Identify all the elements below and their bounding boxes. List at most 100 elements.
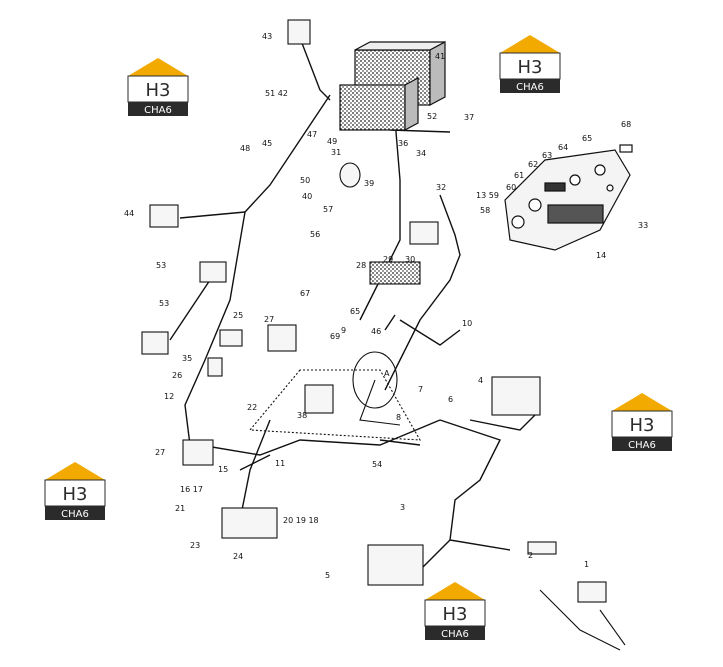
logo-mark: H3: [630, 415, 655, 436]
logo-name: CHA6: [61, 509, 89, 520]
callout-12: 12: [164, 392, 174, 401]
callout-15: 15: [218, 465, 228, 474]
callout-62: 62: [528, 160, 538, 169]
wire-to-5: [419, 539, 451, 571]
callout-29: 29: [383, 255, 393, 264]
logo-roof: [45, 462, 105, 480]
callout-5: 5: [325, 571, 330, 580]
callout-44: 44: [124, 209, 134, 218]
module-27-upper: [267, 324, 297, 352]
logo-roof: [500, 35, 560, 53]
callout-27: 27: [155, 448, 165, 457]
callout-56: 56: [310, 230, 320, 239]
callout-60: 60: [506, 183, 516, 192]
callout-57: 57: [323, 205, 333, 214]
callout-53: 53: [156, 261, 166, 270]
module-25: [219, 329, 243, 347]
wire-to-46: [384, 314, 396, 331]
callout-25: 25: [233, 311, 243, 320]
callout-61: 61: [514, 171, 524, 180]
callout-8: 8: [396, 413, 401, 422]
wire-to-24: [239, 419, 271, 521]
bulb-35: [207, 357, 223, 377]
callout-58: 58: [480, 206, 490, 215]
module-38: [304, 384, 334, 414]
callout-43: 43: [262, 32, 272, 41]
callout-54: 54: [372, 460, 382, 469]
wire-right-down: [359, 119, 401, 321]
connector-2: [527, 541, 557, 555]
callout-16-17: 16 17: [180, 485, 203, 494]
module-panel-24: [221, 507, 278, 539]
logo-name: CHA6: [441, 629, 469, 640]
callout-27: 27: [264, 315, 274, 324]
callout-32: 32: [436, 183, 446, 192]
logo-3: H3 CHA6: [611, 393, 673, 451]
callout-69: 69: [330, 332, 340, 341]
callout-4: 4: [478, 376, 483, 385]
wire-to-10: [399, 319, 461, 346]
callout-68: 68: [621, 120, 631, 129]
callout-A: A: [384, 369, 390, 378]
motor-36: [409, 221, 439, 245]
callout-63: 63: [542, 151, 552, 160]
callout-45: 45: [262, 139, 272, 148]
callout-2: 2: [528, 551, 533, 560]
callout-26: 26: [172, 371, 182, 380]
callout-23: 23: [190, 541, 200, 550]
callout-53: 53: [159, 299, 169, 308]
wire-to-54: [379, 439, 421, 446]
wire-3: [439, 419, 511, 551]
callout-13-59: 13 59: [476, 191, 499, 200]
wire-32: [384, 194, 461, 391]
callout-1: 1: [584, 560, 589, 569]
callout-64: 64: [558, 143, 568, 152]
logo-5: H3 CHA6: [424, 582, 486, 640]
wire-left-down: [184, 211, 246, 446]
callout-50: 50: [300, 176, 310, 185]
callout-37: 37: [464, 113, 474, 122]
callout-65: 65: [582, 134, 592, 143]
module-53-lower: [141, 331, 169, 355]
callout-14: 14: [596, 251, 606, 260]
callout-21: 21: [175, 504, 185, 513]
module-43: [287, 19, 311, 45]
relay-box-52: [339, 76, 419, 132]
module-28: [369, 261, 421, 285]
logo-roof: [425, 582, 485, 600]
callout-36: 36: [398, 139, 408, 148]
steering-column: [248, 351, 421, 441]
callout-24: 24: [233, 552, 243, 561]
callout-46: 46: [371, 327, 381, 336]
callout-10: 10: [462, 319, 472, 328]
callout-20-19-18: 20 19 18: [283, 516, 319, 525]
logo-1: H3 CHA6: [127, 58, 189, 116]
module-44: [149, 204, 179, 228]
callout-67: 67: [300, 289, 310, 298]
callout-47: 47: [307, 130, 317, 139]
instrument-panel-14: [504, 144, 633, 251]
logo-name: CHA6: [144, 105, 172, 116]
horn-39: [339, 162, 361, 188]
callout-41: 41: [435, 52, 445, 61]
logo-2: H3 CHA6: [499, 35, 561, 93]
logo-name: CHA6: [516, 82, 544, 93]
wire-to-43: [299, 37, 331, 101]
wire-to-53: [169, 279, 211, 341]
logo-mark: H3: [146, 80, 171, 101]
callout-9: 9: [341, 326, 346, 335]
wire-to-15: [239, 454, 271, 471]
wire-to-44: [179, 211, 246, 219]
logo-roof: [128, 58, 188, 76]
callout-52: 52: [427, 112, 437, 121]
module-27-lower: [182, 439, 214, 466]
callout-11: 11: [275, 459, 285, 468]
callout-51-42: 51 42: [265, 89, 288, 98]
logo-mark: H3: [518, 57, 543, 78]
callout-65: 65: [350, 307, 360, 316]
callout-39: 39: [364, 179, 374, 188]
callout-33: 33: [638, 221, 648, 230]
logo-roof: [612, 393, 672, 411]
components: [141, 19, 607, 603]
